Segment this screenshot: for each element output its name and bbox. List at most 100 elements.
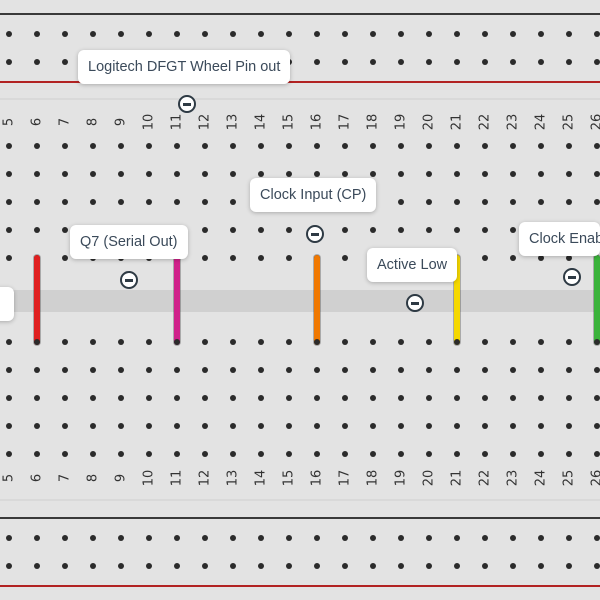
marker-wheel-pinout-icon[interactable] xyxy=(178,95,196,113)
grid-hole xyxy=(538,339,544,345)
grid-hole xyxy=(286,423,292,429)
marker-active-low-icon[interactable] xyxy=(406,294,424,312)
rail-hole xyxy=(202,535,208,541)
rail-hole xyxy=(342,535,348,541)
rail-hole xyxy=(510,31,516,37)
column-number-bottom: 19 xyxy=(394,470,409,487)
grid-hole xyxy=(342,367,348,373)
rail-hole xyxy=(258,535,264,541)
rail-hole xyxy=(146,563,152,569)
grid-hole xyxy=(370,171,376,177)
rail-hole xyxy=(566,31,572,37)
grid-hole xyxy=(398,451,404,457)
column-number-top: 7 xyxy=(58,118,73,126)
rail-hole xyxy=(342,59,348,65)
grid-hole xyxy=(398,227,404,233)
column-number-bottom: 20 xyxy=(422,470,437,487)
callout-active-low-text: Active Low xyxy=(377,257,448,273)
grid-hole xyxy=(566,171,572,177)
rail-hole xyxy=(34,563,40,569)
grid-hole xyxy=(566,143,572,149)
rail-hole xyxy=(174,31,180,37)
rail-hole xyxy=(482,563,488,569)
grid-hole xyxy=(202,143,208,149)
rail-hole xyxy=(370,563,376,569)
grid-hole xyxy=(62,255,68,261)
column-number-top: 16 xyxy=(310,114,325,131)
column-number-top: 13 xyxy=(226,114,241,131)
column-number-bottom: 22 xyxy=(478,470,493,487)
grid-hole xyxy=(594,395,600,401)
wire-col21-end xyxy=(454,339,460,345)
rail-hole xyxy=(482,535,488,541)
grid-hole xyxy=(594,451,600,457)
grid-hole xyxy=(342,171,348,177)
grid-hole xyxy=(6,451,12,457)
marker-clock-input-icon[interactable] xyxy=(306,225,324,243)
grid-hole xyxy=(258,171,264,177)
grid-hole xyxy=(230,423,236,429)
column-number-top: 10 xyxy=(142,114,157,131)
grid-hole xyxy=(314,423,320,429)
rail-hole xyxy=(594,59,600,65)
grid-hole xyxy=(230,199,236,205)
grid-hole xyxy=(62,339,68,345)
grid-hole xyxy=(510,199,516,205)
grid-hole xyxy=(398,171,404,177)
grid-hole xyxy=(454,227,460,233)
callout-q7-serial-text: Q7 (Serial Out) xyxy=(80,234,178,250)
grid-hole xyxy=(202,423,208,429)
grid-hole xyxy=(34,227,40,233)
rail-hole xyxy=(566,535,572,541)
column-number-bottom: 25 xyxy=(562,470,577,487)
grid-hole xyxy=(34,199,40,205)
grid-hole xyxy=(62,171,68,177)
rail-hole xyxy=(118,563,124,569)
grid-hole xyxy=(34,451,40,457)
grid-hole xyxy=(510,143,516,149)
rail-hole xyxy=(6,59,12,65)
grid-hole xyxy=(482,339,488,345)
rail-hole xyxy=(454,31,460,37)
grid-hole xyxy=(482,367,488,373)
grid-hole xyxy=(314,143,320,149)
column-number-bottom: 13 xyxy=(226,470,241,487)
grid-hole xyxy=(62,423,68,429)
grid-hole xyxy=(62,143,68,149)
rail-hole xyxy=(398,563,404,569)
column-number-top: 9 xyxy=(114,118,129,126)
grid-hole xyxy=(510,423,516,429)
grid-hole xyxy=(34,367,40,373)
column-number-bottom: 18 xyxy=(366,470,381,487)
rail-hole xyxy=(538,59,544,65)
callout-clock-input-text: Clock Input (CP) xyxy=(260,187,367,203)
column-number-top: 15 xyxy=(282,114,297,131)
grid-hole xyxy=(118,423,124,429)
rail-hole xyxy=(342,31,348,37)
grid-hole xyxy=(566,395,572,401)
grid-hole xyxy=(370,367,376,373)
grid-hole xyxy=(62,451,68,457)
rail-hole xyxy=(566,563,572,569)
column-number-bottom: 5 xyxy=(2,474,17,482)
grid-hole xyxy=(6,367,12,373)
marker-clock-enable-icon[interactable] xyxy=(563,268,581,286)
grid-hole xyxy=(566,199,572,205)
marker-q7-serial-icon[interactable] xyxy=(120,271,138,289)
grid-hole xyxy=(230,143,236,149)
column-number-bottom: 9 xyxy=(114,474,129,482)
grid-hole xyxy=(454,199,460,205)
rail-hole xyxy=(34,59,40,65)
callout-wheel-pinout-text: Logitech DFGT Wheel Pin out xyxy=(88,59,281,75)
grid-hole xyxy=(258,255,264,261)
column-number-top: 23 xyxy=(506,114,521,131)
grid-hole xyxy=(146,367,152,373)
grid-hole xyxy=(90,339,96,345)
rail-hole xyxy=(398,31,404,37)
wire-col6-end xyxy=(34,339,40,345)
grid-hole xyxy=(174,423,180,429)
grid-hole xyxy=(286,227,292,233)
rail-hole xyxy=(370,59,376,65)
rail-hole xyxy=(314,31,320,37)
grid-hole xyxy=(594,143,600,149)
